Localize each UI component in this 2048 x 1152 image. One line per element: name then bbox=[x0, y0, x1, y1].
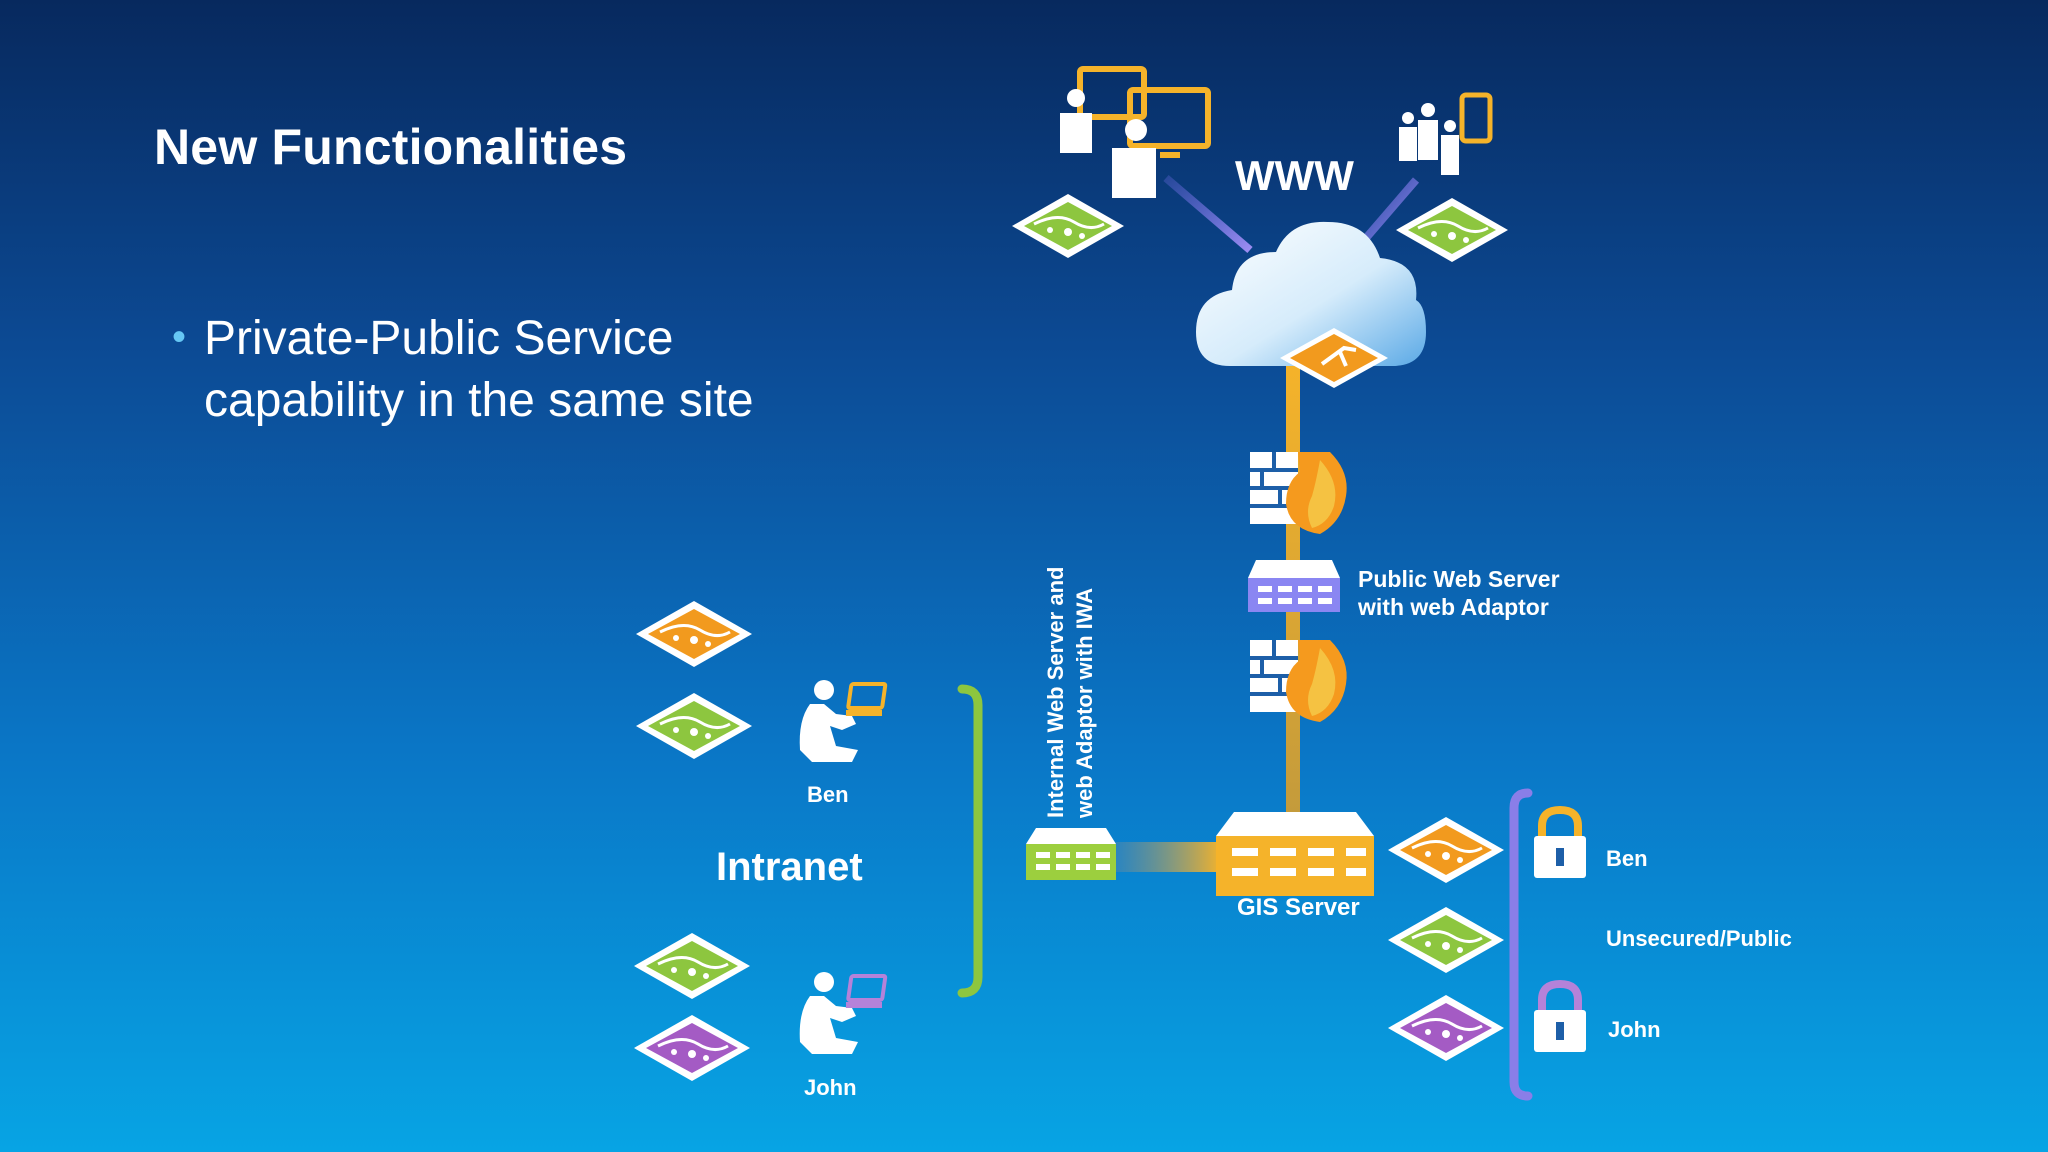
access-label-ben: Ben bbox=[1606, 846, 1648, 871]
internal-web-server-label-line-1: Internal Web Server and bbox=[1043, 566, 1068, 818]
person-icon bbox=[1399, 103, 1459, 175]
bullet-item: • Private-Public Service capability in t… bbox=[172, 308, 754, 432]
map-service-icon bbox=[634, 933, 750, 999]
monitor-icon bbox=[1077, 66, 1211, 158]
lock-icon bbox=[1534, 805, 1586, 878]
map-service-icon bbox=[1012, 194, 1124, 258]
slide-title: New Functionalities bbox=[154, 119, 628, 175]
map-service-icon bbox=[634, 1015, 750, 1081]
map-service-icon bbox=[1388, 817, 1504, 883]
intranet-label: Intranet bbox=[716, 845, 863, 889]
access-label-public: Unsecured/Public bbox=[1606, 926, 1792, 951]
laptop-user-icon bbox=[799, 972, 888, 1054]
bullet-line-1: Private-Public Service bbox=[204, 312, 674, 365]
public-web-server-label-line-1: Public Web Server bbox=[1358, 566, 1560, 592]
server-icon bbox=[1216, 812, 1374, 896]
person-icon bbox=[1060, 89, 1156, 198]
portal-icon bbox=[1280, 328, 1388, 388]
public-web-server-label: Public Web Server with web Adaptor bbox=[1358, 565, 1560, 621]
www-label: WWW bbox=[1235, 152, 1354, 199]
firewall-icon bbox=[1250, 640, 1347, 722]
user-label-ben: Ben bbox=[807, 782, 849, 807]
map-service-icon bbox=[636, 693, 752, 759]
mobile-device-icon bbox=[1459, 92, 1493, 144]
firewall-icon bbox=[1250, 452, 1347, 534]
map-service-icon bbox=[1388, 995, 1504, 1061]
connection-line bbox=[1163, 174, 1253, 254]
map-service-icon bbox=[1396, 198, 1508, 262]
access-bracket bbox=[1509, 788, 1533, 1101]
gis-server-label: GIS Server bbox=[1237, 894, 1360, 921]
intranet-bracket bbox=[957, 684, 983, 998]
internal-web-server-label: Internal Web Server and web Adaptor with… bbox=[1041, 567, 1099, 818]
bullet-line-2: capability in the same site bbox=[204, 374, 754, 427]
connection-line bbox=[1356, 177, 1420, 248]
access-label-john: John bbox=[1608, 1017, 1661, 1042]
internal-web-server-label-line-2: web Adaptor with IWA bbox=[1072, 587, 1097, 818]
server-icon bbox=[1248, 560, 1340, 612]
bullet-dot: • bbox=[172, 315, 187, 359]
cloud-icon bbox=[1196, 221, 1426, 366]
server-icon bbox=[1026, 828, 1116, 880]
public-web-server-label-line-2: with web Adaptor bbox=[1358, 594, 1549, 620]
user-label-john: John bbox=[804, 1075, 857, 1100]
connection-pipe bbox=[1114, 842, 1222, 872]
map-service-icon bbox=[1388, 907, 1504, 973]
lock-icon bbox=[1534, 979, 1586, 1052]
laptop-user-icon bbox=[799, 680, 888, 762]
map-service-icon bbox=[636, 601, 752, 667]
